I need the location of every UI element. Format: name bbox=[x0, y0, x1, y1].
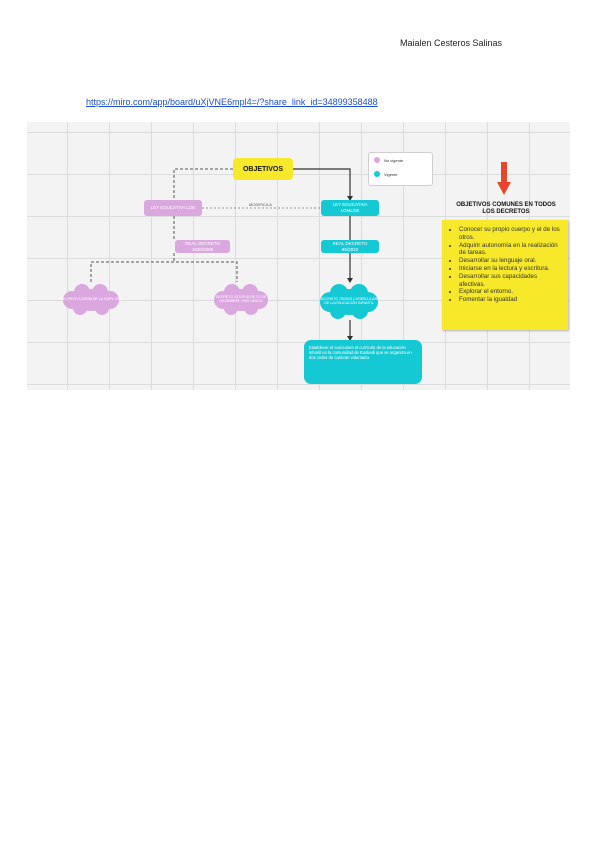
legend-item-vigente: Vigente bbox=[369, 167, 432, 181]
decreto-cloud-3: DECRETO 75/2023 CURRÍCULUM DE LA EDUCACI… bbox=[318, 282, 380, 320]
decreto-cloud-1: DECRETO 12/2008 DE LA CAPV 2008 bbox=[60, 282, 123, 316]
list-item: Conocer su propio cuerpo y el de los otr… bbox=[459, 226, 562, 242]
teal-dot-icon bbox=[374, 171, 380, 177]
red-down-arrow-icon bbox=[497, 162, 511, 195]
list-item: Desarrollar sus capacidades afectivas. bbox=[459, 273, 562, 289]
author-name: Maialen Cesteros Salinas bbox=[400, 38, 503, 48]
legend-label-vigente: Vigente bbox=[384, 171, 398, 177]
real-decreto-loe-node: REAL DECRETO 1630/2006 bbox=[175, 240, 230, 253]
legend: No vigente Vigente bbox=[368, 152, 433, 186]
ley-loe-node: LEY EDUCATIVA LOE bbox=[144, 200, 202, 216]
list-item: Adquirir autonomía en la realización de … bbox=[459, 242, 562, 258]
curriculum-description-box: Establecer el curriculum el currículo de… bbox=[304, 340, 422, 384]
list-item: Desarrollar su lenguaje oral. bbox=[459, 257, 562, 265]
legend-item-no-vigente: No vigente bbox=[369, 153, 432, 167]
legend-label-no-vigente: No vigente bbox=[384, 157, 404, 163]
ley-lomloe-node: LEY EDUCATIVA LOMLOE bbox=[321, 200, 379, 216]
cloud-1-text: DECRETO 12/2008 DE LA CAPV 2008 bbox=[60, 296, 123, 301]
pink-dot-icon bbox=[374, 157, 380, 163]
cloud-3-text: DECRETO 75/2023 CURRÍCULUM DE LA EDUCACI… bbox=[320, 296, 378, 306]
cloud-shape-icon bbox=[214, 284, 268, 315]
list-item: Iniciarse en la lectura y escritura. bbox=[459, 265, 562, 273]
objetivos-comunes-title: OBJETIVOS COMUNES EN TODOS LOS DECRETOS bbox=[456, 202, 556, 215]
miro-board-link[interactable]: https://miro.com/app/board/uXjVNE6mpl4=/… bbox=[86, 97, 378, 107]
objetivos-node: OBJETIVOS bbox=[233, 158, 293, 180]
list-item: Fomentar la igualdad bbox=[459, 296, 562, 304]
connector-lines bbox=[90, 168, 353, 341]
real-decreto-lomloe-node: REAL DECRETO 95/2022 bbox=[321, 240, 379, 253]
cloud-shape-icon bbox=[320, 284, 378, 319]
cloud-shape-icon bbox=[63, 284, 119, 315]
modifica-label: MODIFICA A bbox=[249, 202, 272, 207]
miro-board-image: OBJETIVOS No vigente Vigente LEY EDUCATI… bbox=[27, 122, 570, 390]
cloud-2-text: DECRETO 237/2015 DE 22 DE DICIEMBRE, PAÍ… bbox=[215, 294, 267, 304]
list-item: Explorar el entorno. bbox=[459, 288, 562, 296]
objetivos-comunes-box: Conocer su propio cuerpo y el de los otr… bbox=[442, 220, 568, 330]
decreto-cloud-2: DECRETO 237/2015 DE 22 DE DICIEMBRE, PAÍ… bbox=[212, 282, 270, 316]
objetivos-comunes-list: Conocer su propio cuerpo y el de los otr… bbox=[448, 226, 562, 304]
